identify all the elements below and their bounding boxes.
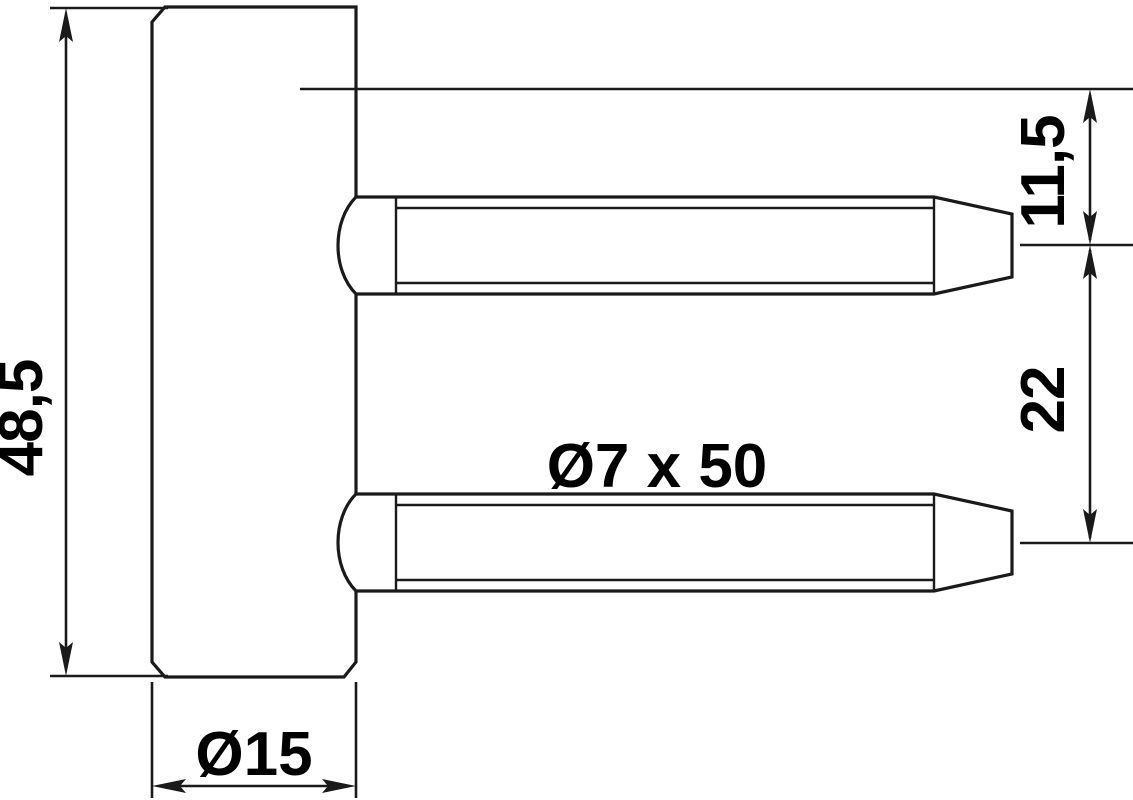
dim-label-overall-height: 48,5 (0, 360, 56, 477)
arrow-right-d15 (322, 779, 356, 793)
upper-threaded-pin (336, 195, 1014, 296)
arrow-down-115 (1083, 211, 1097, 245)
upper-pin-inner-lines (394, 197, 936, 294)
arrow-up-48 (59, 8, 73, 42)
dim-label-top-offset: 11,5 (1009, 115, 1078, 228)
dim-label-pin-spacing: 22 (1009, 367, 1078, 434)
dimension-overall-height: 48,5 (0, 6, 168, 678)
dimension-body-diameter: Ø15 (150, 682, 358, 798)
dimension-pin-spacing: 22 (1009, 245, 1133, 545)
label-pin-spec-group: Ø7 x 50 (547, 432, 768, 501)
arrow-down-48 (59, 642, 73, 676)
arrow-up-115 (1083, 89, 1097, 123)
arrow-down-22 (1083, 509, 1097, 543)
dim-label-pin-spec: Ø7 x 50 (547, 432, 768, 501)
lower-threaded-pin (336, 492, 1014, 593)
part-geometry-group (150, 5, 1014, 679)
arrow-up-22 (1083, 245, 1097, 279)
lower-pin-inner-lines (394, 494, 936, 591)
dim-label-body-diameter: Ø15 (195, 720, 312, 789)
hinge-barrel-body (150, 5, 358, 679)
arrow-left-d15 (152, 779, 186, 793)
dimension-top-offset: 11,5 (300, 87, 1133, 247)
